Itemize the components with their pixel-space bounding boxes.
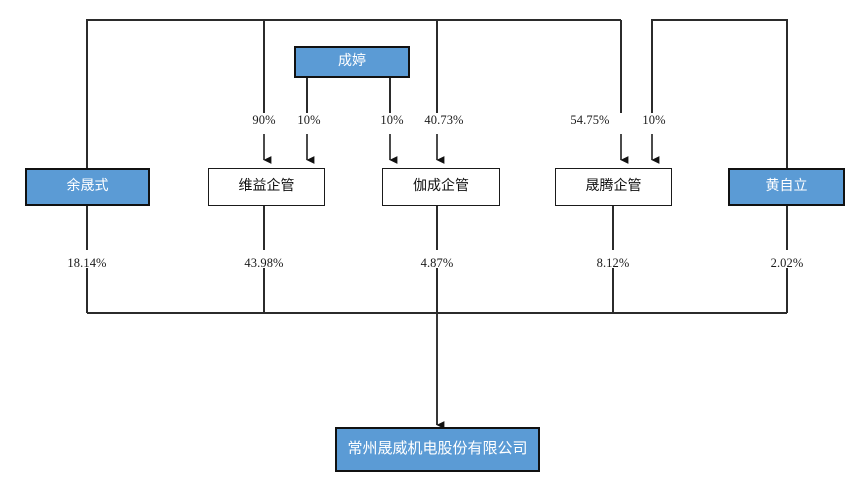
node-weiyi-qiguan[interactable]: 维益企管 (208, 168, 325, 206)
node-changzhou-shengwei-label: 常州晟威机电股份有限公司 (347, 441, 528, 458)
node-yu-shengshi[interactable]: 余晟式 (25, 168, 150, 206)
node-shengteng-qiguan[interactable]: 晟腾企管 (555, 168, 672, 206)
edge-label-jiacheng-to-company: 4.87% (420, 256, 454, 270)
node-yu-shengshi-label: 余晟式 (66, 179, 109, 195)
node-weiyi-qiguan-label: 维益企管 (238, 179, 295, 195)
edge-label-huang-to-shengteng: 10% (642, 113, 666, 127)
node-changzhou-shengwei[interactable]: 常州晟威机电股份有限公司 (335, 427, 540, 472)
node-jiacheng-qiguan[interactable]: 伽成企管 (382, 168, 500, 206)
node-jiacheng-qiguan-label: 伽成企管 (413, 179, 469, 195)
node-shengteng-qiguan-label: 晟腾企管 (585, 179, 642, 195)
edge-label-shengteng-to-company: 8.12% (596, 256, 630, 270)
edge-label-yu-to-jiacheng: 40.73% (424, 113, 464, 127)
edge-label-chengting-to-jiacheng: 10% (380, 113, 404, 127)
edge-label-chengting-to-weiyi: 10% (297, 113, 321, 127)
node-huang-zili-label: 黄自立 (765, 179, 808, 195)
node-chengting-label: 成婷 (338, 54, 366, 70)
edge-label-huang-to-company: 2.02% (770, 256, 804, 270)
node-huang-zili[interactable]: 黄自立 (728, 168, 845, 206)
edge-label-weiyi-to-company: 43.98% (244, 256, 284, 270)
edge-label-yu-to-weiyi: 90% (252, 113, 276, 127)
edge-label-yu-to-company: 18.14% (67, 256, 107, 270)
edge-label-yu-to-shengteng: 54.75% (570, 113, 610, 127)
node-chengting[interactable]: 成婷 (294, 46, 410, 78)
